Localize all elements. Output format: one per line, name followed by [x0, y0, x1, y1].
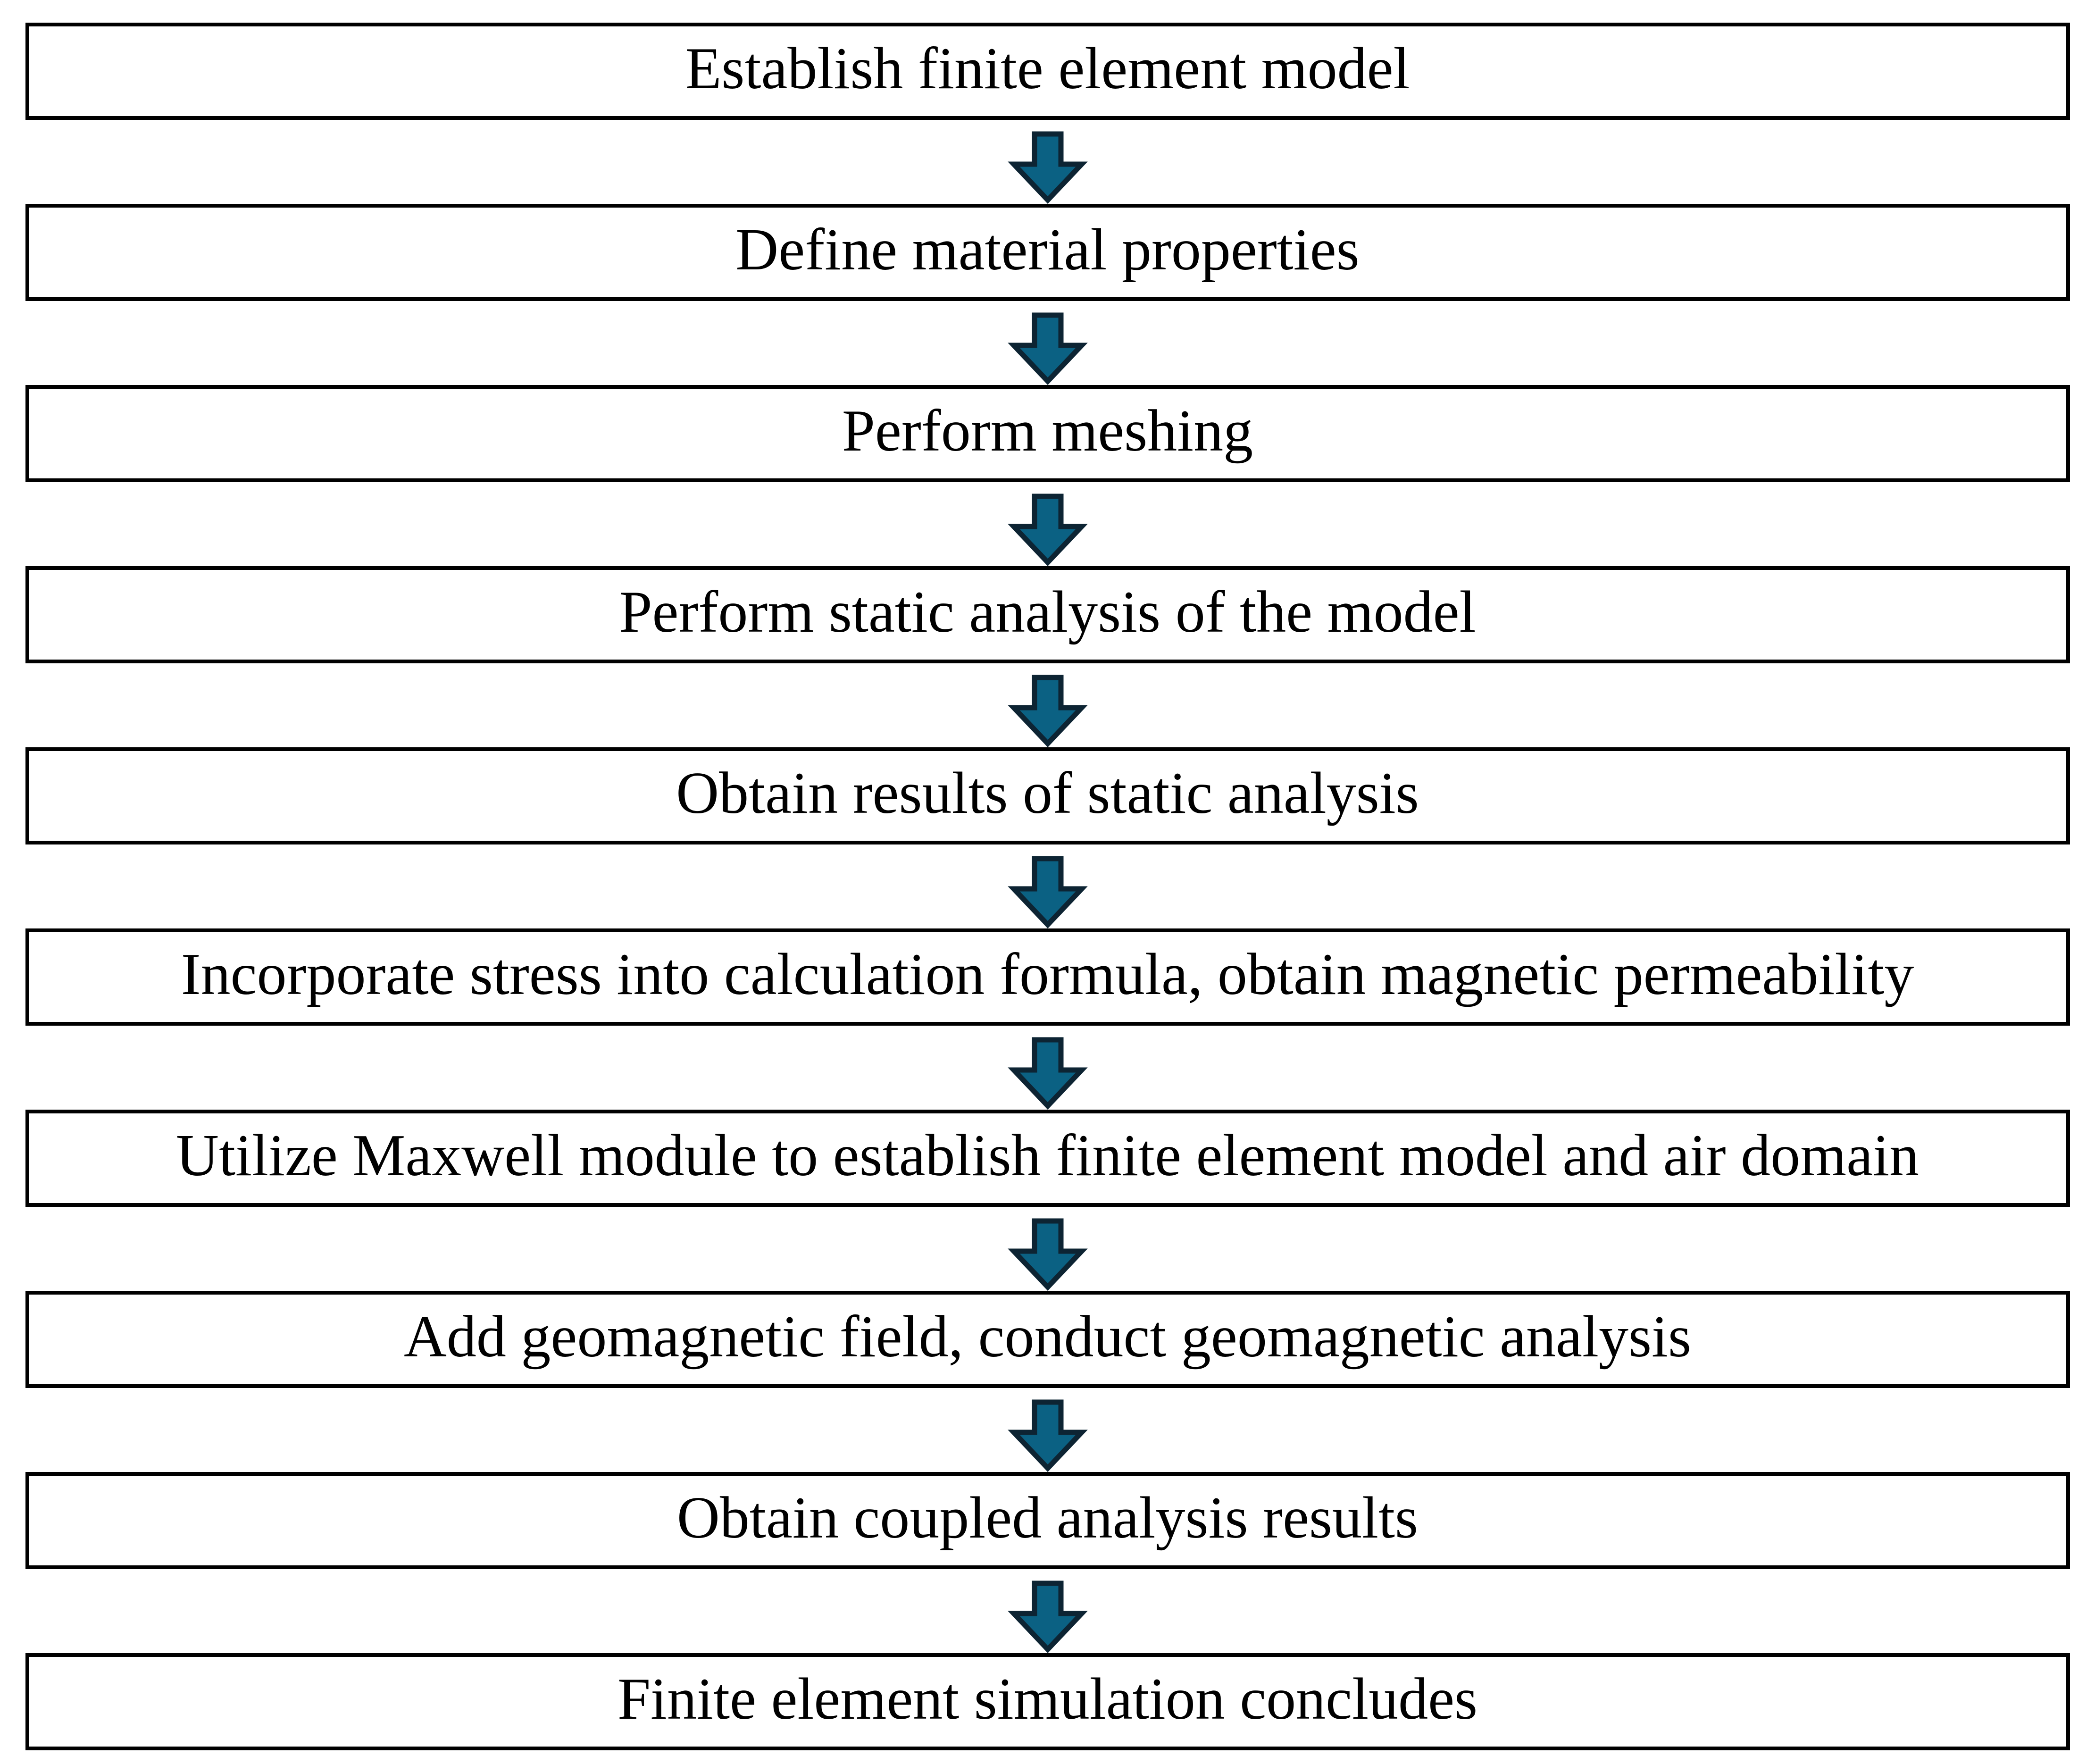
- flow-step-4: Perform static analysis of the model: [25, 566, 2070, 663]
- flow-connector-5: [0, 844, 2095, 928]
- flow-step-8: Add geomagnetic field, conduct geomagnet…: [25, 1291, 2070, 1388]
- flow-connector-6: [0, 1026, 2095, 1110]
- flow-step-2-label: Define material properties: [735, 217, 1360, 283]
- down-arrow-icon: [1007, 675, 1088, 747]
- flow-connector-7: [0, 1207, 2095, 1291]
- flow-step-7-label: Utilize Maxwell module to establish fini…: [175, 1123, 1920, 1188]
- flow-step-5-label: Obtain results of static analysis: [676, 761, 1419, 826]
- down-arrow-icon: [1007, 493, 1088, 566]
- flow-step-5: Obtain results of static analysis: [25, 747, 2070, 844]
- flow-step-6: Incorporate stress into calculation form…: [25, 928, 2070, 1026]
- flow-step-6-label: Incorporate stress into calculation form…: [181, 942, 1914, 1007]
- flow-step-3-label: Perform meshing: [842, 398, 1253, 464]
- flow-connector-8: [0, 1388, 2095, 1472]
- flow-step-10: Finite element simulation concludes: [25, 1653, 2070, 1750]
- down-arrow-icon: [1007, 1037, 1088, 1110]
- down-arrow-icon: [1007, 312, 1088, 385]
- flow-step-2: Define material properties: [25, 204, 2070, 301]
- flow-step-10-label: Finite element simulation concludes: [617, 1666, 1478, 1732]
- flow-step-3: Perform meshing: [25, 385, 2070, 482]
- flow-connector-2: [0, 301, 2095, 385]
- flow-step-8-label: Add geomagnetic field, conduct geomagnet…: [403, 1304, 1692, 1370]
- down-arrow-icon: [1007, 856, 1088, 928]
- flow-step-9-label: Obtain coupled analysis results: [676, 1485, 1419, 1551]
- down-arrow-icon: [1007, 1399, 1088, 1472]
- down-arrow-icon: [1007, 131, 1088, 204]
- flow-step-1: Establish finite element model: [25, 23, 2070, 120]
- flow-connector-1: [0, 120, 2095, 204]
- flow-connector-3: [0, 482, 2095, 566]
- down-arrow-icon: [1007, 1218, 1088, 1291]
- down-arrow-icon: [1007, 1580, 1088, 1653]
- flow-step-7: Utilize Maxwell module to establish fini…: [25, 1110, 2070, 1207]
- flow-connector-4: [0, 663, 2095, 747]
- flow-step-1-label: Establish finite element model: [685, 36, 1410, 101]
- flow-step-9: Obtain coupled analysis results: [25, 1472, 2070, 1569]
- flow-step-4-label: Perform static analysis of the model: [619, 579, 1476, 645]
- flow-connector-9: [0, 1569, 2095, 1653]
